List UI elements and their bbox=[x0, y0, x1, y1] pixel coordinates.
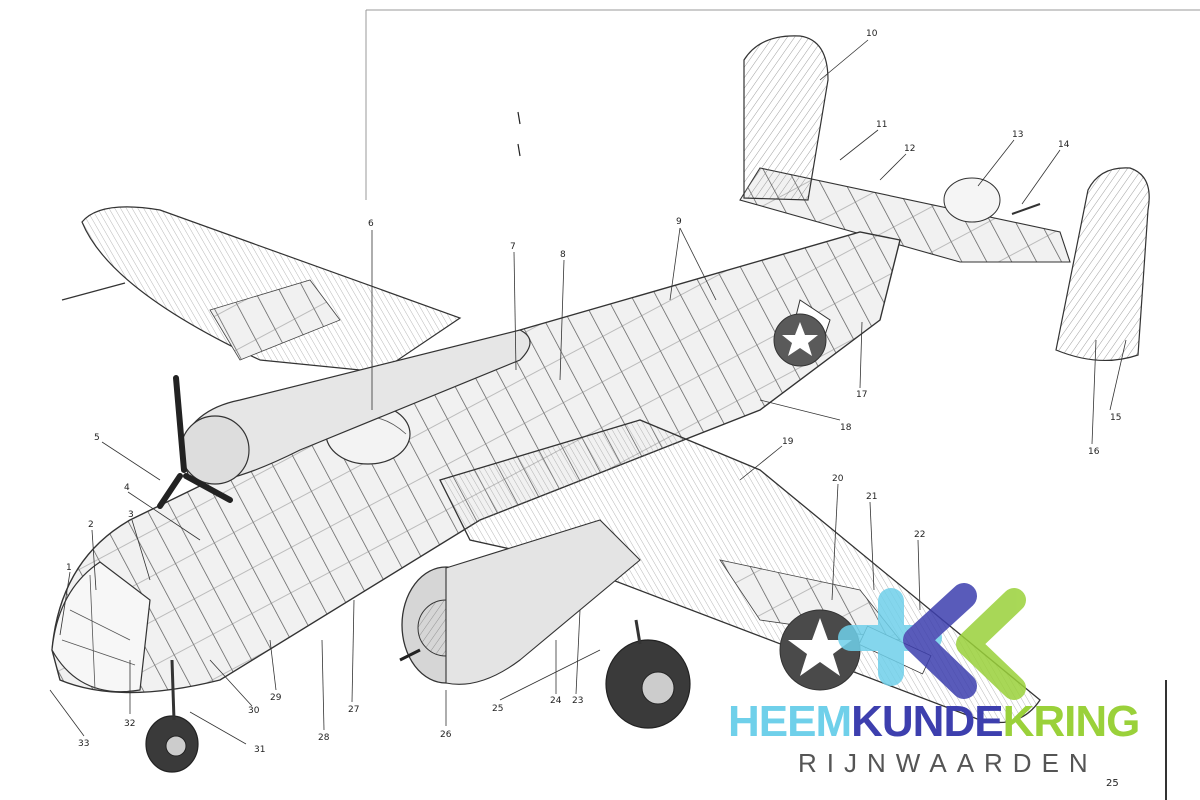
callout-31: 31 bbox=[254, 745, 265, 755]
callout-21: 21 bbox=[866, 492, 877, 502]
tail-assembly bbox=[739, 35, 1150, 362]
engines bbox=[157, 329, 641, 685]
callout-28: 28 bbox=[318, 733, 330, 743]
callout-27: 27 bbox=[348, 705, 359, 715]
watermark-part-kring: KRING bbox=[1002, 697, 1141, 746]
callout-15: 15 bbox=[1110, 413, 1121, 423]
callout-17: 17 bbox=[856, 390, 867, 400]
callout-23: 23 bbox=[572, 696, 583, 706]
watermark-subtitle: RIJNWAARDEN bbox=[798, 748, 1098, 778]
watermark-part-heem: HEEM bbox=[728, 697, 852, 746]
landing-gear bbox=[145, 619, 691, 773]
callout-1: 1 bbox=[66, 563, 72, 573]
callout-26: 26 bbox=[440, 730, 452, 740]
watermark-part-kunde: KUNDE bbox=[851, 697, 1003, 746]
callout-12: 12 bbox=[904, 144, 915, 154]
callout-29: 29 bbox=[270, 693, 282, 703]
callout-10: 10 bbox=[866, 29, 878, 39]
callout-16: 16 bbox=[1088, 447, 1100, 457]
callout-2: 2 bbox=[88, 520, 94, 530]
callout-25: 25 bbox=[492, 704, 503, 714]
callout-20: 20 bbox=[832, 474, 844, 484]
callout-33: 33 bbox=[78, 739, 89, 749]
page-number: 25 bbox=[1106, 778, 1119, 789]
page-border bbox=[365, 9, 1200, 800]
callout-32: 32 bbox=[124, 719, 135, 729]
callout-numbers: 1 2 3 4 5 6 7 8 9 10 11 12 13 14 15 16 1… bbox=[66, 29, 1121, 755]
heemkundekring-logo-icon bbox=[838, 583, 1026, 700]
callout-30: 30 bbox=[248, 706, 260, 716]
callout-18: 18 bbox=[840, 423, 852, 433]
callout-5: 5 bbox=[94, 433, 100, 443]
callout-8: 8 bbox=[560, 250, 566, 260]
callout-19: 19 bbox=[782, 437, 794, 447]
callout-24: 24 bbox=[550, 696, 562, 706]
callout-13: 13 bbox=[1012, 130, 1023, 140]
callout-3: 3 bbox=[128, 510, 134, 520]
watermark-title: HEEMKUNDEKRING bbox=[728, 697, 1141, 746]
left-wing bbox=[61, 206, 462, 373]
callout-4: 4 bbox=[124, 483, 130, 493]
leader-lines bbox=[49, 39, 1127, 745]
callout-7: 7 bbox=[510, 242, 516, 252]
callout-6: 6 bbox=[368, 219, 374, 229]
callout-9: 9 bbox=[676, 217, 682, 227]
callout-22: 22 bbox=[914, 530, 925, 540]
callout-11: 11 bbox=[876, 120, 887, 130]
callout-14: 14 bbox=[1058, 140, 1070, 150]
